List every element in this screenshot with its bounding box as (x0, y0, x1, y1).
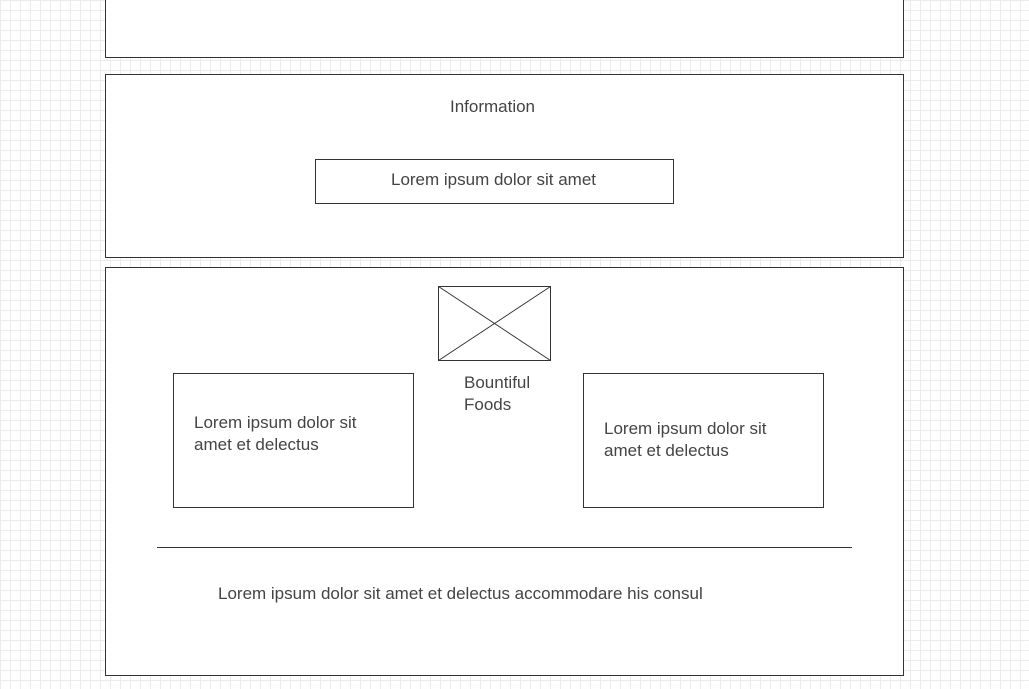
image-placeholder-icon (438, 286, 551, 361)
information-button-label: Lorem ipsum dolor sit amet (390, 170, 597, 189)
left-card (173, 373, 414, 508)
information-title: Information (449, 97, 536, 116)
brand-name: Bountiful Foods (464, 373, 531, 414)
section-divider (157, 547, 852, 548)
right-card-text: Lorem ipsum dolor sit amet et delectus (604, 419, 767, 460)
footer-text: Lorem ipsum dolor sit amet et delectus a… (218, 584, 703, 603)
left-card-text: Lorem ipsum dolor sit amet et delectus (194, 413, 357, 454)
information-button[interactable] (315, 159, 674, 204)
right-card (583, 373, 824, 508)
top-section-box (105, 0, 904, 58)
